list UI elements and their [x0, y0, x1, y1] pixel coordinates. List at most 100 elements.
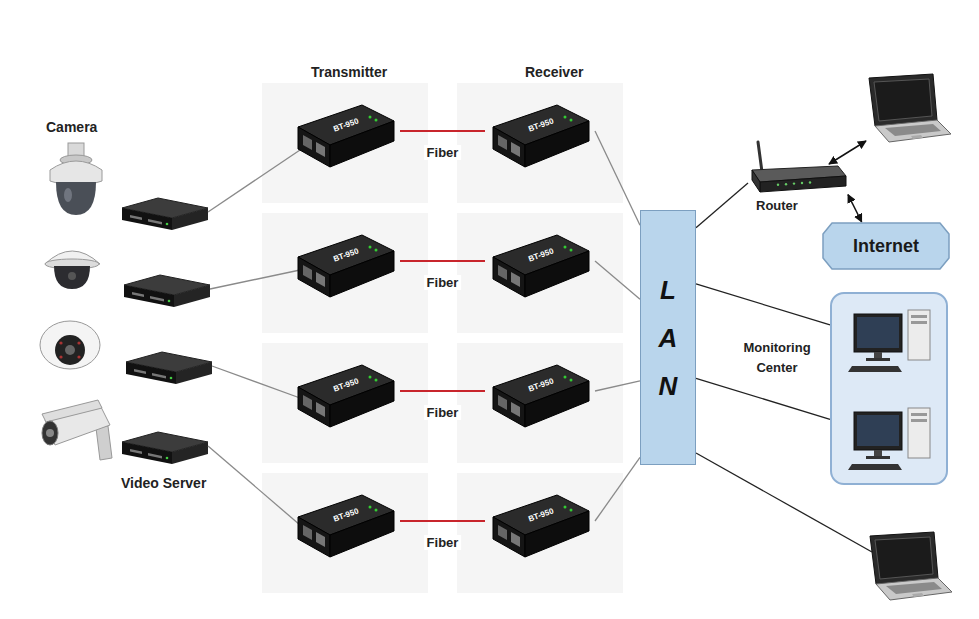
connector: [848, 195, 862, 222]
device-led: [564, 246, 567, 249]
device-front: [493, 387, 525, 427]
pc-screen: [857, 317, 899, 348]
ir-led: [59, 355, 62, 358]
pc-stand: [874, 450, 882, 456]
device-led: [564, 116, 567, 119]
pc-tower: [908, 408, 930, 458]
lan-label: L A N: [655, 266, 681, 410]
connector: [400, 260, 485, 262]
camera-lens: [46, 429, 54, 437]
camera-cap: [40, 321, 100, 369]
center-heading: Monitoring Center: [733, 338, 821, 377]
connector: [400, 390, 485, 392]
router-led: [785, 183, 787, 185]
device-port: [498, 525, 507, 540]
device-port: [511, 272, 520, 287]
device-port: [303, 135, 312, 150]
device-led: [369, 116, 372, 119]
column-heading: Receiver: [525, 64, 583, 80]
device-front: [298, 127, 330, 167]
server-wires: [208, 150, 300, 525]
node-shape: [485, 355, 595, 435]
device-panel: [457, 83, 623, 203]
device-panel: [457, 213, 623, 333]
video-server: [124, 275, 210, 307]
node-shape: [485, 95, 595, 175]
camera-front: [42, 421, 58, 445]
connector: [595, 381, 640, 391]
wire: [208, 150, 300, 212]
pc-keyboard: [848, 464, 902, 470]
device-port: [303, 525, 312, 540]
pc-screen: [857, 415, 899, 446]
device-panel: [457, 343, 623, 463]
pc-drive: [911, 321, 927, 324]
router-led: [793, 182, 795, 184]
device-port: [316, 532, 325, 547]
device-port: [511, 142, 520, 157]
device-port: [511, 532, 520, 547]
media-converter: BT-950: [485, 355, 595, 435]
camera-lens: [68, 272, 76, 280]
wire: [208, 446, 300, 525]
connector: [400, 130, 485, 132]
camera-dome: [54, 266, 90, 289]
device-port: [498, 135, 507, 150]
media-converter: BT-950: [485, 225, 595, 305]
device-led: [375, 379, 378, 382]
connector: [595, 261, 640, 299]
device-front: [298, 517, 330, 557]
connector: [696, 284, 830, 325]
connector: [696, 183, 748, 228]
device-led: [570, 379, 573, 382]
device-led: [570, 509, 573, 512]
node-shape: [485, 225, 595, 305]
device-led: [375, 509, 378, 512]
node-shape: [290, 95, 400, 175]
router-front: [760, 176, 846, 192]
node-shape: [290, 225, 400, 305]
device-front: [493, 257, 525, 297]
device-port: [303, 395, 312, 410]
device-led: [369, 246, 372, 249]
edge-label: Fiber: [424, 145, 462, 160]
router-led: [809, 181, 811, 183]
router-led: [801, 182, 803, 184]
node-shape: [290, 355, 400, 435]
column-heading: Transmitter: [311, 64, 387, 80]
camera-dome: [56, 182, 96, 215]
pc-base: [866, 456, 890, 459]
video-server-label: Video Server: [121, 475, 206, 491]
device-led: [570, 249, 573, 252]
router-side: [752, 170, 760, 192]
pc-keyboard: [848, 366, 902, 372]
camera-bracket: [96, 426, 112, 460]
device-front: [493, 127, 525, 167]
ir-led: [59, 341, 62, 344]
internet-label: Internet: [853, 236, 919, 257]
device-port: [303, 265, 312, 280]
connector: [400, 520, 485, 522]
device-led: [570, 119, 573, 122]
camera-sunshield: [42, 400, 102, 422]
edge-label: Fiber: [424, 535, 462, 550]
device-front: [298, 257, 330, 297]
router-antenna: [758, 142, 762, 172]
device-port: [498, 395, 507, 410]
camera-label: Camera: [46, 119, 97, 135]
connector: [595, 131, 640, 225]
ir-led: [77, 341, 80, 344]
ir-led: [77, 355, 80, 358]
wire: [212, 366, 300, 398]
pc-drive: [911, 315, 927, 318]
device-led: [369, 376, 372, 379]
device-port: [511, 402, 520, 417]
device-led: [375, 249, 378, 252]
router-node: Router: [748, 140, 848, 218]
device-led: [564, 506, 567, 509]
pc-drive: [911, 413, 927, 416]
pc-monitor: [854, 412, 902, 450]
device-port: [316, 402, 325, 417]
device-panels: [262, 83, 623, 593]
